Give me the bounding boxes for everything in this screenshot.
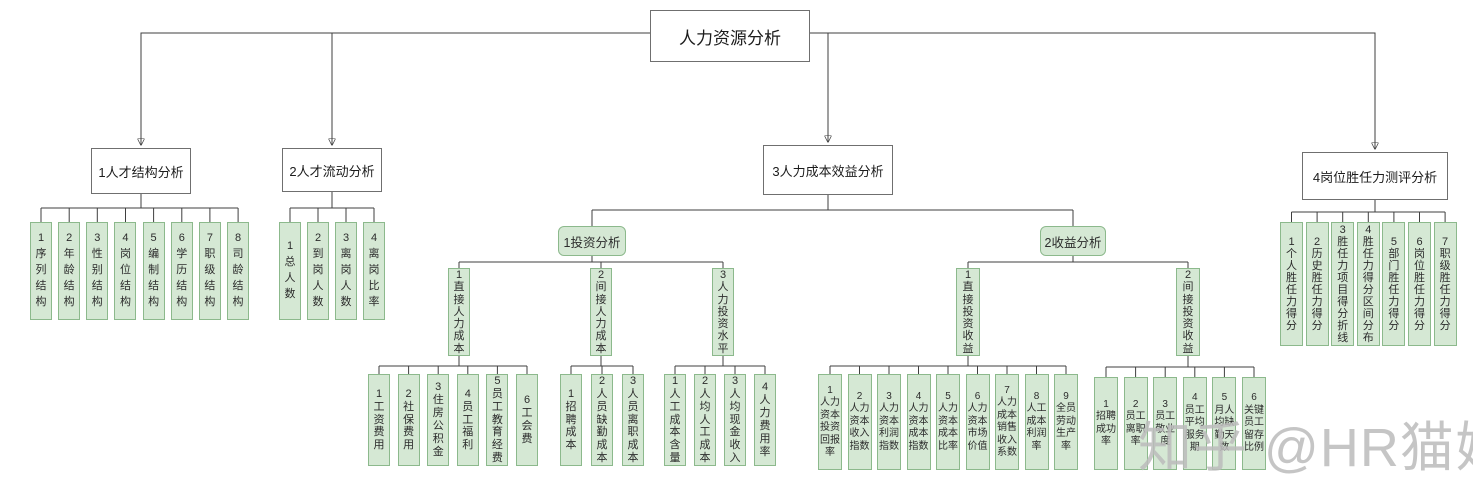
leaf-node: 1 序列结构 xyxy=(30,222,52,320)
sub-node-investment-analysis: 1投资分析 xyxy=(558,226,626,256)
leaf-node: 2 年龄结构 xyxy=(58,222,81,320)
leaf-node: 4 胜任力得分区间分布 xyxy=(1356,222,1380,346)
leaf-node: 6 学历结构 xyxy=(170,222,193,320)
leaf-node: 5 编制结构 xyxy=(142,222,165,320)
leaf-node: 4 员工福利 xyxy=(456,374,479,466)
leaf-node: 2 社保费用 xyxy=(397,374,420,466)
leaf-node: 3 人均现金收入 xyxy=(724,374,746,466)
leaf-node: 3 性别结构 xyxy=(86,222,109,320)
watermark-zhihu: 知乎 @HR猫姐 xyxy=(1138,418,1473,478)
leaf-node: 6 人力资本市场价值 xyxy=(965,374,990,470)
leaf-node: 2 员工离职率 xyxy=(1123,377,1148,470)
branch-competency-evaluation-analysis: 4岗位胜任力测评分析 xyxy=(1302,152,1448,200)
leaf-node: 8 司龄结构 xyxy=(227,222,250,320)
branch-labor-cost-benefit-analysis: 3人力成本效益分析 xyxy=(763,145,893,195)
leaf-node: 7 人力成本销售收入系数 xyxy=(995,374,1019,470)
leaf-node: 1 个人胜任力得分 xyxy=(1280,222,1303,346)
leaf-node: 4 员工平均服务期 xyxy=(1182,377,1207,470)
leaf-node: 3 住房公积金 xyxy=(427,374,450,466)
leaf-node: 8 人工成本利润率 xyxy=(1024,374,1049,470)
leaf-node: 6 工会费 xyxy=(516,374,538,466)
leaf-node: 6 关键员工留存比例 xyxy=(1242,377,1266,470)
leaf-node: 3 员工敬业度 xyxy=(1153,377,1178,470)
mid-node: 1 直接投资收益 xyxy=(956,268,980,356)
leaf-node: 2 人均人工成本 xyxy=(694,374,716,466)
sub-node-benefit-analysis: 2收益分析 xyxy=(1040,226,1106,256)
leaf-node: 1 人力资本投资回报率 xyxy=(818,374,842,470)
leaf-node: 3 人员离职成本 xyxy=(622,374,644,466)
mid-node: 1 直接人力成本 xyxy=(448,268,470,356)
leaf-node: 4 人力资本成本指数 xyxy=(906,374,931,470)
leaf-node: 9 全员劳动生产率 xyxy=(1054,374,1078,470)
leaf-node: 7 职级胜任力得分 xyxy=(1433,222,1457,346)
trunk-left xyxy=(141,32,650,145)
root-node-hr-analysis: 人力资源分析 xyxy=(650,10,810,62)
mid-node: 2 间接投资收益 xyxy=(1176,268,1200,356)
branch-talent-structure-analysis: 1人才结构分析 xyxy=(91,148,191,194)
leaf-node: 1 招聘成本 xyxy=(560,374,582,466)
leaf-node: 1 总人数 xyxy=(279,222,301,320)
leaf-node: 2 人力资本收入指数 xyxy=(847,374,872,470)
leaf-node: 3 胜任力项目得分折线 xyxy=(1331,222,1355,346)
leaf-node: 2 历史胜任力得分 xyxy=(1305,222,1329,346)
leaf-node: 5 月人均缺勤天数 xyxy=(1212,377,1237,470)
leaf-node: 5 员工教育经费 xyxy=(486,374,509,466)
leaf-node: 1 工资费用 xyxy=(368,374,390,466)
leaf-node: 2 到岗人数 xyxy=(307,222,329,320)
leaf-node: 4 人力费用率 xyxy=(754,374,776,466)
mid-node: 2 间接人力成本 xyxy=(590,268,612,356)
leaf-node: 4 岗位结构 xyxy=(114,222,137,320)
leaf-node: 1 人工成本含量 xyxy=(664,374,686,466)
branch-talent-flow-analysis: 2人才流动分析 xyxy=(282,148,382,192)
mid-node: 3 人力投资水平 xyxy=(712,268,734,356)
leaf-node: 2 人员缺勤成本 xyxy=(591,374,613,466)
leaf-node: 4 离岗比率 xyxy=(363,222,385,320)
leaf-node: 1 招聘成功率 xyxy=(1094,377,1118,470)
bracket-connectors xyxy=(40,192,1446,377)
trunk-right xyxy=(810,32,1375,149)
leaf-node: 5 部门胜任力得分 xyxy=(1382,222,1406,346)
leaf-node: 3 离岗人数 xyxy=(335,222,357,320)
leaf-node: 3 人力资本利润指数 xyxy=(877,374,901,470)
leaf-node: 7 职级结构 xyxy=(198,222,221,320)
leaf-node: 6 岗位胜任力得分 xyxy=(1408,222,1431,346)
leaf-node: 5 人力资本成本比率 xyxy=(936,374,960,470)
